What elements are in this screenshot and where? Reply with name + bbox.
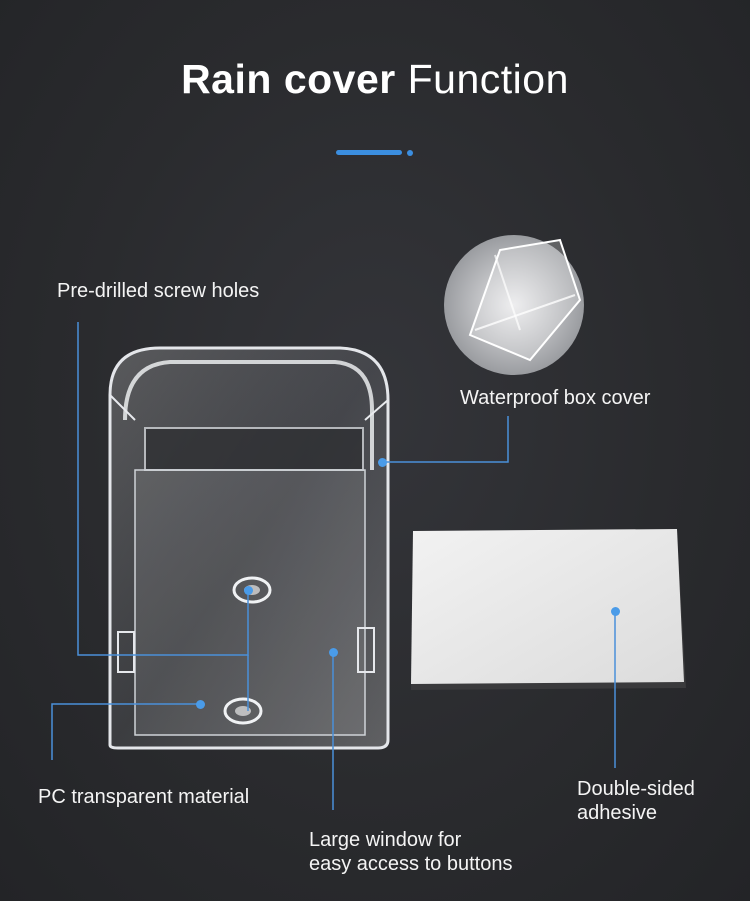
page-title: Rain cover Function [0, 56, 750, 103]
label-adhesive-line1: Double-sided [577, 778, 695, 800]
rain-cover-image [108, 346, 390, 750]
title-light: Function [407, 56, 569, 102]
marker-material [196, 700, 205, 709]
label-window-line1: Large window for [309, 829, 462, 851]
label-waterproof: Waterproof box cover [460, 387, 651, 409]
title-bold: Rain cover [181, 56, 396, 102]
waterproof-detail-image [444, 235, 584, 375]
label-window-line2: easy access to buttons [309, 853, 513, 875]
marker-window [329, 648, 338, 657]
marker-waterproof [378, 458, 387, 467]
label-material: PC transparent material [38, 786, 250, 808]
label-adhesive-line2: adhesive [577, 802, 658, 824]
adhesive-pad-image [411, 529, 686, 690]
title-underline-dot [407, 150, 413, 156]
leader-lines [51, 322, 616, 810]
marker-adhesive [611, 607, 620, 616]
marker-screw-hole [244, 586, 253, 595]
label-screw-holes: Pre-drilled screw holes [57, 280, 260, 302]
title-underline-bar [336, 150, 402, 155]
